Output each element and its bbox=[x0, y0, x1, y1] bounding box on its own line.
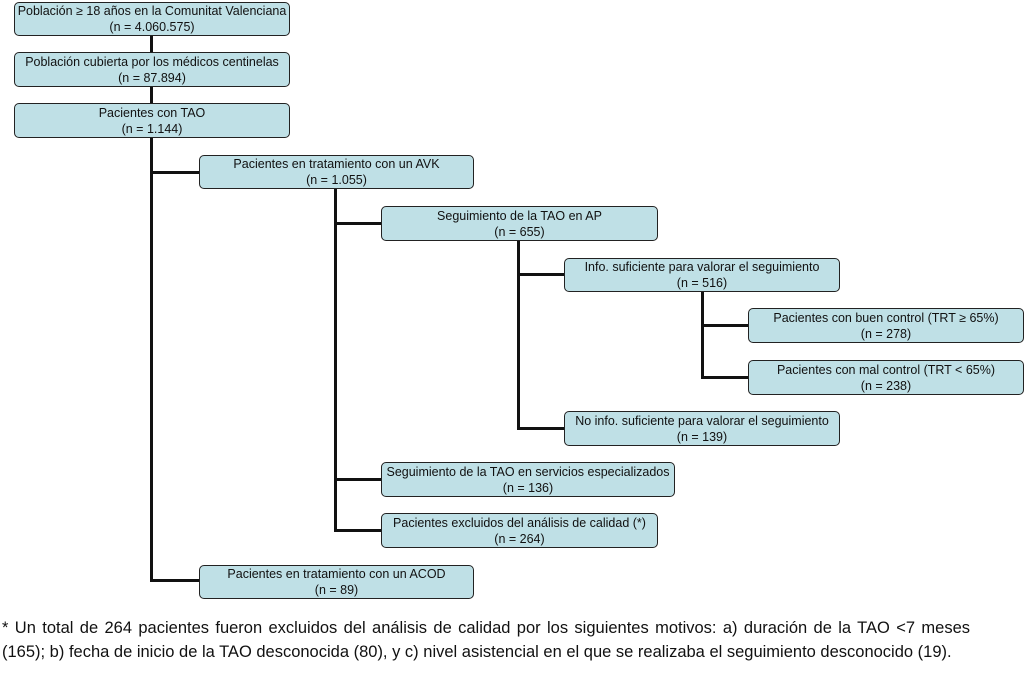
connector bbox=[701, 291, 704, 379]
box-count: (n = 87.894) bbox=[118, 70, 186, 85]
box-count: (n = 278) bbox=[860, 326, 912, 341]
box-count: (n = 136) bbox=[502, 480, 554, 495]
box-mal-control: Pacientes con mal control (TRT < 65%)(n … bbox=[748, 360, 1024, 395]
box-seguimiento-ap: Seguimiento de la TAO en AP(n = 655) bbox=[381, 206, 658, 241]
box-avk: Pacientes en tratamiento con un AVK (n = … bbox=[199, 155, 474, 189]
box-poblacion-cubierta: Población cubierta por los médicos centi… bbox=[14, 52, 290, 87]
connector bbox=[150, 35, 153, 53]
box-poblacion-total: Población ≥ 18 años en la Comunitat Vale… bbox=[14, 2, 290, 36]
connector bbox=[517, 427, 565, 430]
box-count: (n = 1.055) bbox=[306, 173, 367, 187]
box-title: Seguimiento de la TAO en servicios espec… bbox=[386, 464, 670, 479]
box-count: (n = 516) bbox=[676, 276, 728, 290]
box-buen-control: Pacientes con buen control (TRT ≥ 65%)(n… bbox=[748, 308, 1024, 343]
box-servicios-especializados: Seguimiento de la TAO en servicios espec… bbox=[381, 462, 675, 497]
box-no-info: No info. suficiente para valorar el segu… bbox=[564, 411, 840, 446]
box-title: Pacientes con TAO bbox=[98, 105, 206, 120]
connector bbox=[150, 579, 200, 582]
connector bbox=[701, 376, 749, 379]
connector bbox=[150, 137, 153, 582]
box-title: Seguimiento de la TAO en AP bbox=[437, 208, 602, 223]
box-title: Info. suficiente para valorar el seguimi… bbox=[584, 260, 820, 274]
connector bbox=[334, 529, 382, 532]
box-title: Pacientes con buen control (TRT ≥ 65%) bbox=[773, 310, 999, 325]
box-count: (n = 238) bbox=[860, 378, 912, 393]
connector bbox=[517, 240, 520, 430]
connector bbox=[334, 478, 382, 481]
box-title: Pacientes excluidos del análisis de cali… bbox=[393, 515, 646, 530]
box-excluidos: Pacientes excluidos del análisis de cali… bbox=[381, 513, 658, 548]
box-title: Población ≥ 18 años en la Comunitat Vale… bbox=[17, 4, 287, 18]
box-count: (n = 4.060.575) bbox=[109, 20, 195, 34]
box-count: (n = 139) bbox=[676, 429, 728, 444]
box-acod: Pacientes en tratamiento con un ACOD (n =… bbox=[199, 565, 474, 599]
box-count: (n = 264) bbox=[494, 531, 545, 546]
footnote: * Un total de 264 pacientes fueron exclu… bbox=[2, 619, 970, 661]
box-pacientes-tao: Pacientes con TAO(n = 1.144) bbox=[14, 103, 290, 138]
box-count: (n = 655) bbox=[494, 224, 545, 239]
box-title: Pacientes en tratamiento con un ACOD bbox=[227, 567, 446, 581]
box-count: (n = 1.144) bbox=[121, 121, 183, 136]
box-title: Población cubierta por los médicos centi… bbox=[25, 54, 279, 69]
connector bbox=[517, 273, 565, 276]
connector bbox=[701, 324, 749, 327]
box-title: Pacientes con mal control (TRT < 65%) bbox=[776, 362, 996, 377]
box-title: No info. suficiente para valorar el segu… bbox=[575, 413, 829, 428]
connector bbox=[150, 171, 200, 174]
box-count: (n = 89) bbox=[314, 583, 359, 597]
box-info-suficiente: Info. suficiente para valorar el seguimi… bbox=[564, 258, 840, 292]
connector bbox=[150, 86, 153, 104]
connector bbox=[334, 188, 337, 532]
connector bbox=[334, 222, 382, 225]
box-title: Pacientes en tratamiento con un AVK bbox=[233, 157, 440, 171]
